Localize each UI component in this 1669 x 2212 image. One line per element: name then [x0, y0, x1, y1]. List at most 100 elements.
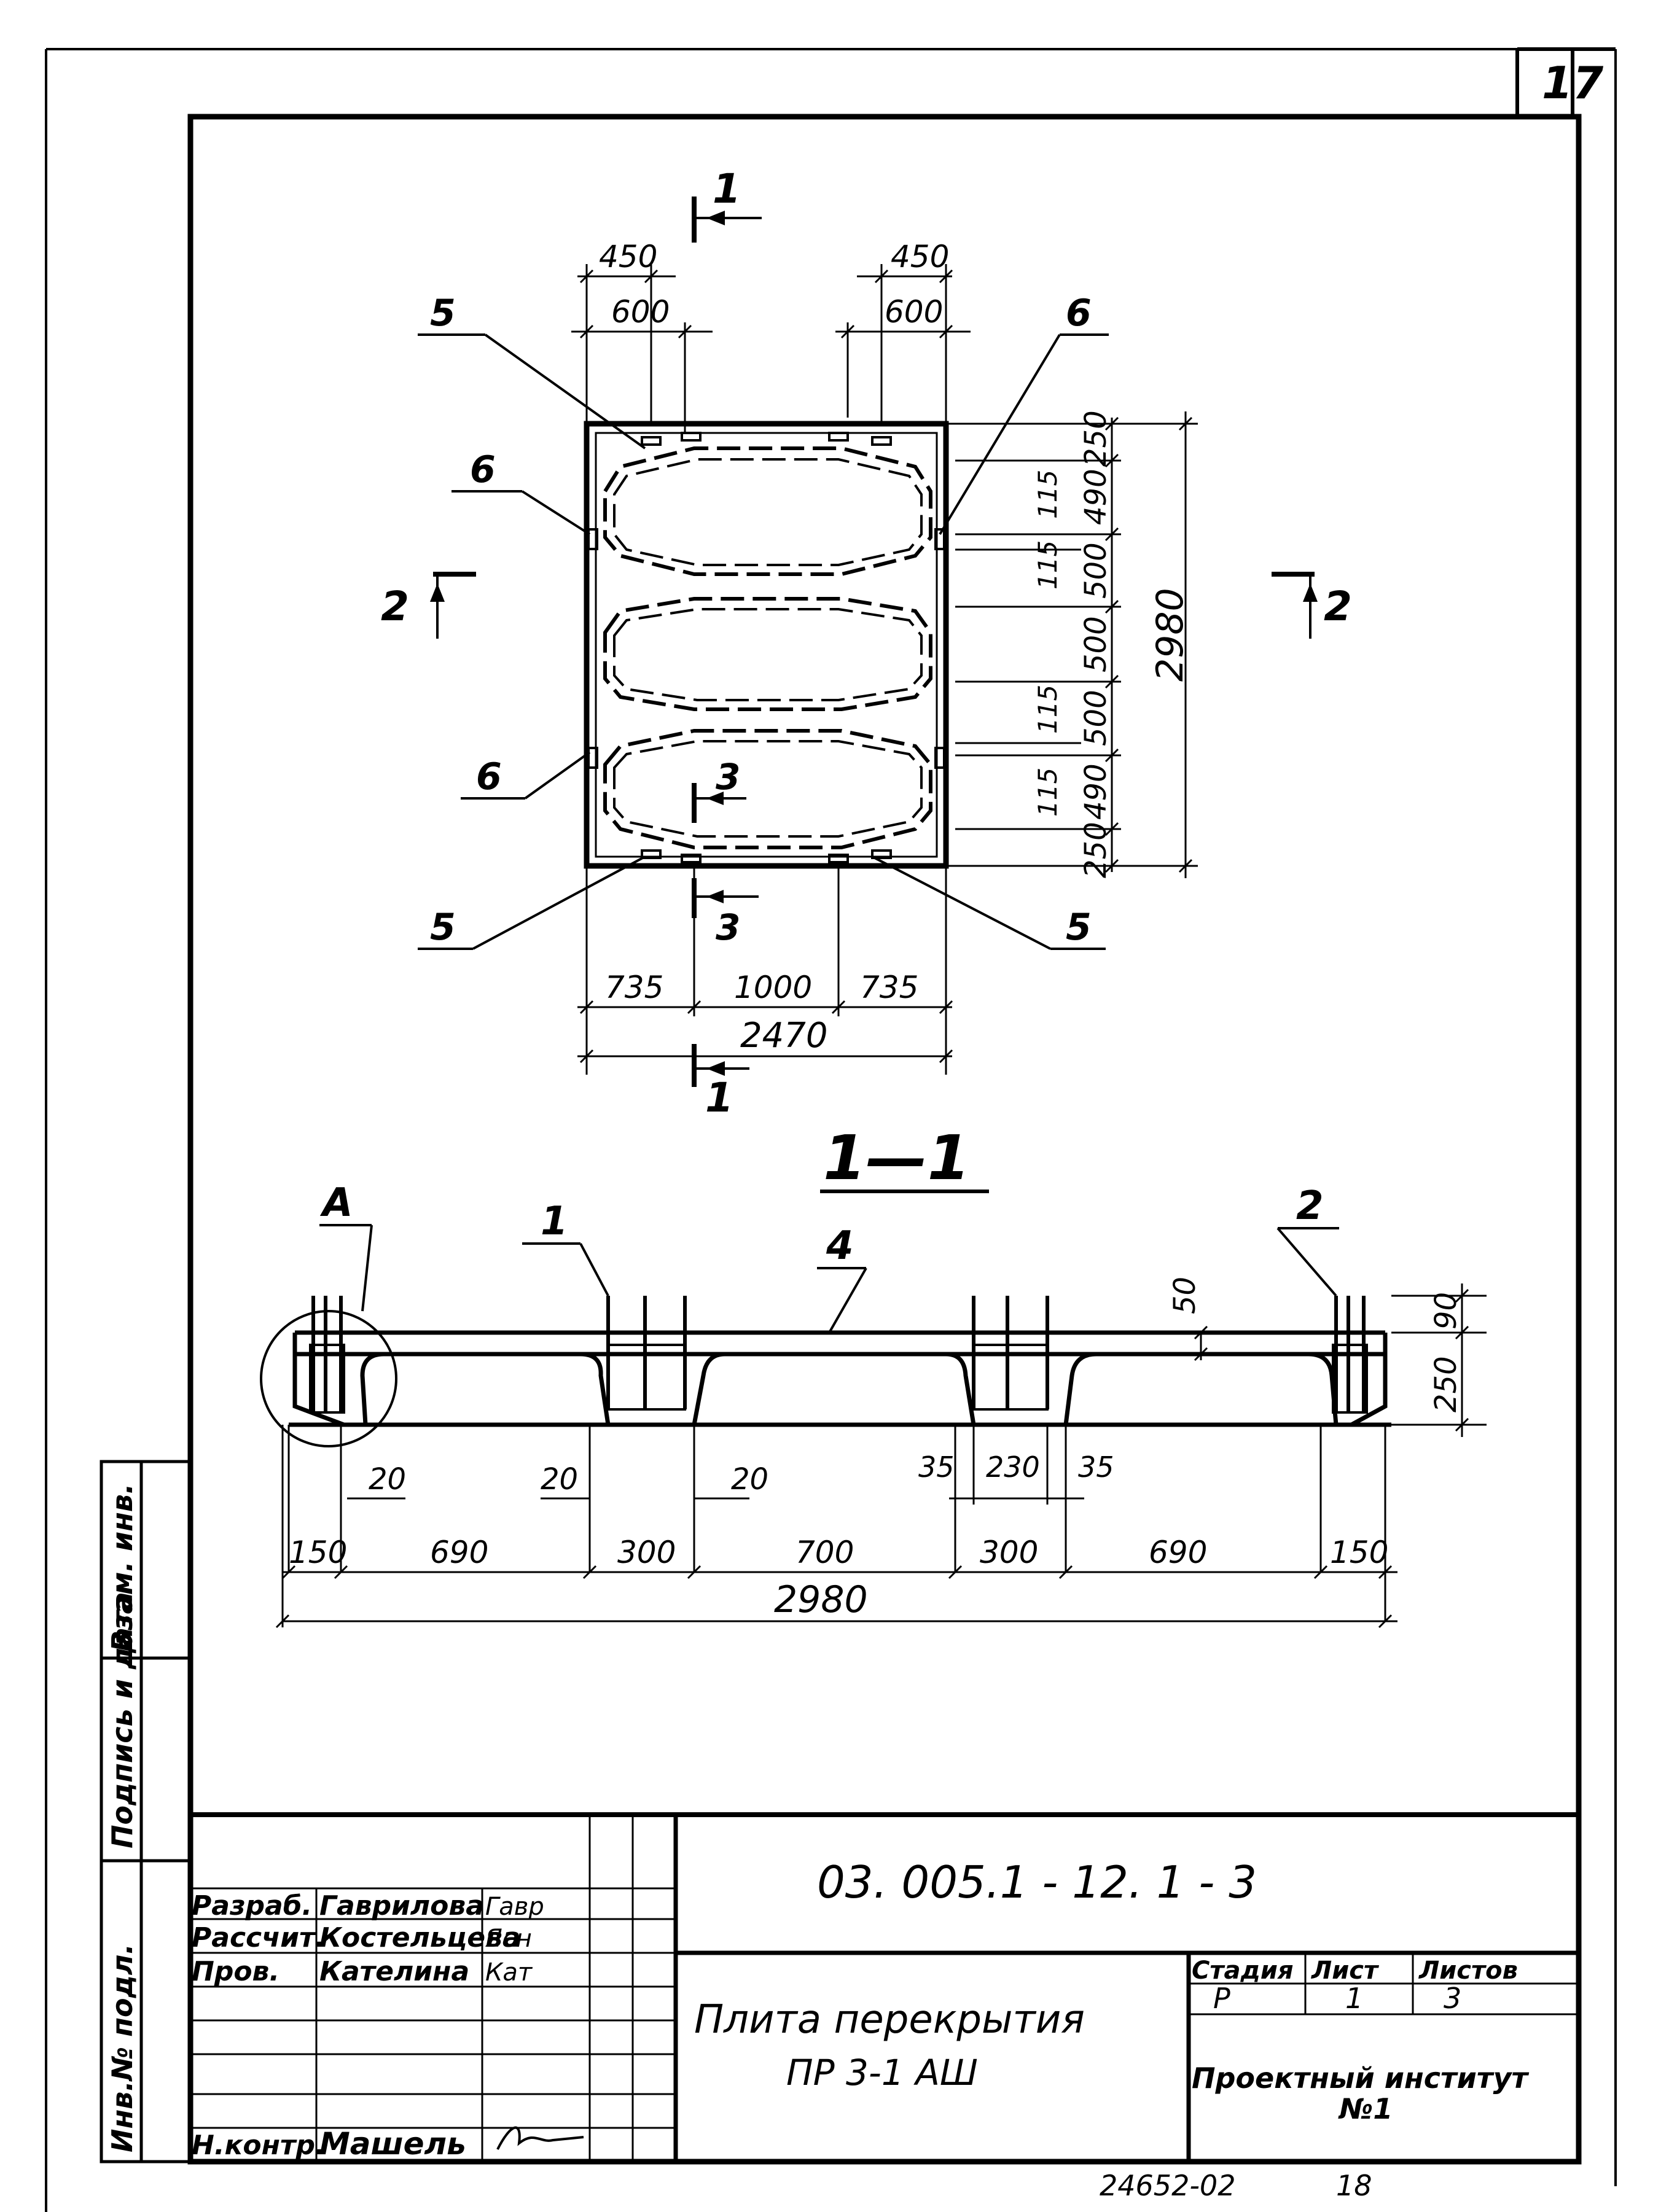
section-marker-2-right: 2 — [1272, 572, 1352, 639]
signature-calculated: Ясн — [485, 1925, 532, 1953]
svg-text:Взам. инв.: Взам. инв. — [106, 1483, 139, 1652]
section-marker-3-upper: 3 — [692, 756, 746, 823]
svg-text:250: 250 — [1079, 410, 1113, 467]
svg-text:250: 250 — [1079, 822, 1113, 878]
svg-text:490: 490 — [1079, 763, 1113, 820]
svg-text:Кателина: Кателина — [319, 1956, 469, 1987]
svg-text:2: 2 — [1324, 583, 1352, 630]
product-name: Плита перекрытия — [694, 1997, 1085, 2043]
svg-text:Машель: Машель — [319, 2126, 466, 2162]
svg-text:490: 490 — [1079, 469, 1113, 525]
signature-checked: Кат — [485, 1958, 533, 1987]
svg-text:Н.контр.: Н.контр. — [192, 2130, 326, 2161]
section-marker-2-left: 2 — [381, 572, 476, 639]
svg-text:500: 500 — [1079, 690, 1113, 746]
svg-text:5: 5 — [1066, 906, 1092, 949]
svg-text:115: 115 — [1033, 685, 1063, 734]
title-block — [188, 1812, 1581, 2164]
svg-text:35: 35 — [918, 1451, 955, 1484]
archive-number: 24652-02 — [1100, 2169, 1235, 2202]
svg-text:300: 300 — [980, 1535, 1038, 1570]
svg-text:1: 1 — [705, 1074, 733, 1121]
page-number: 17 — [1542, 57, 1603, 109]
svg-text:Стадия: Стадия — [1192, 1957, 1294, 1985]
plan-dims-top — [571, 264, 971, 433]
svg-text:6: 6 — [470, 448, 496, 491]
svg-text:500: 500 — [1079, 616, 1113, 672]
svg-text:450: 450 — [599, 239, 657, 275]
signature-developed: Гавр — [485, 1893, 544, 1921]
svg-text:600: 600 — [885, 294, 943, 330]
section-title: 1—1 — [823, 1122, 970, 1194]
svg-text:20: 20 — [731, 1462, 768, 1497]
svg-text:Подпись и дата: Подпись и дата — [106, 1592, 139, 1848]
title-row-checked: Пров. Кателина Кат — [192, 1956, 533, 1987]
plan-embedded-parts — [587, 432, 945, 863]
plan-total-width: 2470 — [740, 1016, 828, 1056]
svg-text:150: 150 — [289, 1535, 347, 1570]
svg-text:3: 3 — [716, 906, 740, 948]
sheet-number: 1 — [1345, 1982, 1363, 2015]
stage-value: Р — [1213, 1982, 1230, 2015]
svg-text:6: 6 — [1066, 292, 1092, 335]
svg-text:115: 115 — [1033, 768, 1063, 817]
svg-text:230: 230 — [986, 1451, 1040, 1484]
svg-text:1: 1 — [713, 165, 741, 212]
svg-text:115: 115 — [1033, 540, 1063, 590]
svg-text:700: 700 — [795, 1535, 854, 1570]
svg-text:№1: №1 — [1338, 2092, 1393, 2125]
svg-text:735: 735 — [860, 970, 918, 1005]
svg-text:600: 600 — [611, 294, 670, 330]
signature-norm-control — [496, 2126, 584, 2150]
svg-text:Рассчит.: Рассчит. — [192, 1922, 325, 1953]
section-callouts — [319, 1224, 1339, 1333]
svg-text:Гаврилова: Гаврилова — [319, 1890, 484, 1922]
plan-total-height: 2980 — [1149, 588, 1192, 682]
section-dims-vertical — [1194, 1283, 1487, 1437]
archive-page: 18 — [1336, 2169, 1372, 2202]
svg-text:4: 4 — [826, 1223, 854, 1269]
svg-text:250: 250 — [1429, 1356, 1463, 1412]
svg-text:735: 735 — [605, 970, 663, 1005]
section-marker-1-top: 1 — [692, 165, 762, 243]
svg-text:690: 690 — [1149, 1535, 1207, 1570]
svg-text:2: 2 — [381, 583, 409, 630]
sheets-total: 3 — [1444, 1982, 1461, 2015]
svg-text:Лист: Лист — [1311, 1957, 1380, 1985]
side-stamp — [100, 1460, 192, 2163]
svg-text:20: 20 — [369, 1462, 406, 1497]
svg-text:1: 1 — [541, 1199, 568, 1244]
svg-text:115: 115 — [1033, 470, 1063, 519]
section-slab-profile — [289, 1330, 1391, 1427]
svg-text:Пров.: Пров. — [192, 1956, 279, 1987]
slab-plan-outline — [584, 421, 949, 869]
svg-text:300: 300 — [617, 1535, 676, 1570]
product-mark: ПР 3-1 АШ — [786, 2052, 978, 2093]
svg-text:6: 6 — [476, 755, 502, 798]
svg-text:5: 5 — [430, 906, 456, 949]
designation: 03. 005.1 - 12. 1 - 3 — [817, 1856, 1257, 1908]
svg-text:450: 450 — [891, 239, 949, 275]
section-dims-horizontal — [275, 1425, 1397, 1629]
svg-text:20: 20 — [541, 1462, 578, 1497]
svg-text:90: 90 — [1429, 1292, 1463, 1330]
plan-void-1 — [603, 446, 932, 576]
svg-text:Инв.№ подл.: Инв.№ подл. — [106, 1944, 139, 2152]
title-row-norm-control: Н.контр. Машель — [192, 2126, 584, 2162]
section-marker-1-bottom: 1 — [692, 1044, 749, 1121]
svg-text:50: 50 — [1168, 1277, 1202, 1314]
section-marker-3-lower: 3 — [692, 878, 759, 948]
section-rebar — [309, 1296, 1368, 1414]
svg-text:690: 690 — [430, 1535, 488, 1570]
plan-dims-bottom — [577, 866, 953, 1075]
organization: Проектный институт — [1192, 2062, 1530, 2095]
plan-void-3 — [603, 729, 932, 849]
svg-text:A: A — [319, 1180, 353, 1226]
plan-dims-right — [946, 411, 1198, 878]
plan-callouts — [418, 333, 1109, 950]
svg-text:3: 3 — [716, 756, 740, 798]
svg-text:5: 5 — [430, 292, 456, 335]
svg-text:150: 150 — [1330, 1535, 1388, 1570]
plan-view: 1 1 2 2 3 3 — [381, 165, 1352, 1121]
